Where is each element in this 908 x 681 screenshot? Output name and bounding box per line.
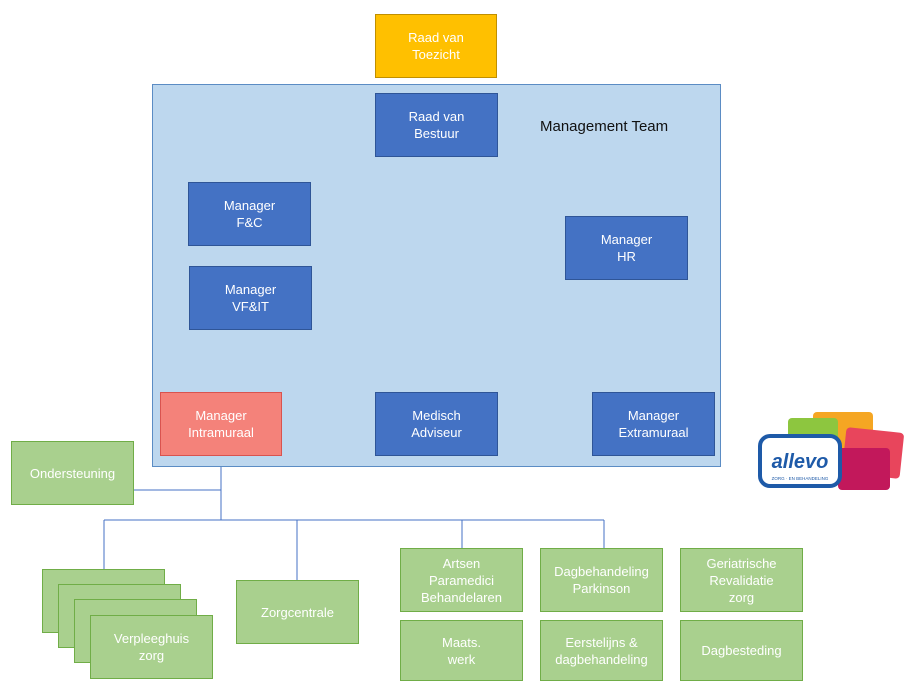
raad-van-bestuur-box: Raad van Bestuur bbox=[375, 93, 498, 157]
manager-hr-box: Manager HR bbox=[565, 216, 688, 280]
dagbehandeling-parkinson-box: Dagbehandeling Parkinson bbox=[540, 548, 663, 612]
manager-extramuraal-box: Manager Extramuraal bbox=[592, 392, 715, 456]
zorgcentrale-box: Zorgcentrale bbox=[236, 580, 359, 644]
dagbesteding-box: Dagbesteding bbox=[680, 620, 803, 681]
allevo-logo: allevo ZORG · EN BEHANDELING bbox=[758, 412, 904, 490]
svg-text:allevo: allevo bbox=[772, 451, 829, 473]
geriatrische-revalidatie-box: Geriatrische Revalidatie zorg bbox=[680, 548, 803, 612]
medisch-adviseur-box: Medisch Adviseur bbox=[375, 392, 498, 456]
manager-fc-box: Manager F&C bbox=[188, 182, 311, 246]
svg-text:ZORG · EN BEHANDELING: ZORG · EN BEHANDELING bbox=[772, 476, 829, 481]
verpleeghuis-zorg-box: Verpleeghuis zorg bbox=[90, 615, 213, 679]
eerstelijns-dagbehandeling-box: Eerstelijns & dagbehandeling bbox=[540, 620, 663, 681]
ondersteuning-box: Ondersteuning bbox=[11, 441, 134, 505]
management-team-title: Management Team bbox=[540, 118, 669, 135]
raad-van-toezicht-box: Raad van Toezicht bbox=[375, 14, 497, 78]
manager-vfit-box: Manager VF&IT bbox=[189, 266, 312, 330]
maats-werk-box: Maats. werk bbox=[400, 620, 523, 681]
artsen-paramedici-box: Artsen Paramedici Behandelaren bbox=[400, 548, 523, 612]
manager-intramuraal-box: Manager Intramuraal bbox=[160, 392, 282, 456]
